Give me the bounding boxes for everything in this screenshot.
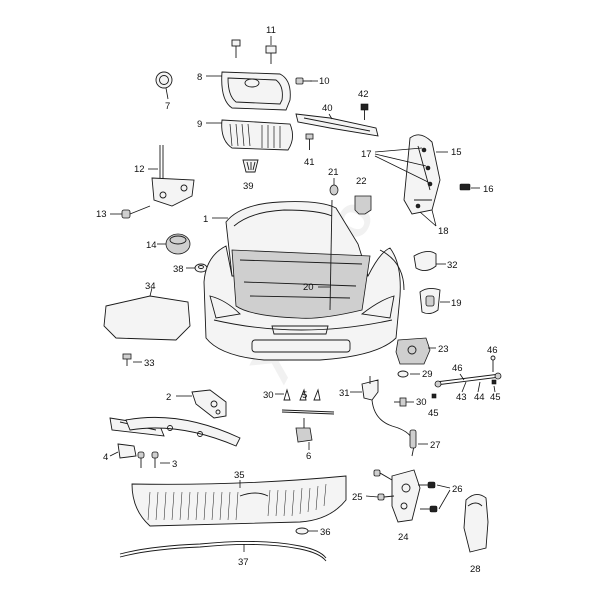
- part-25-screws[interactable]: [373, 469, 395, 501]
- callout-15: 15: [451, 147, 462, 158]
- callout-4: 4: [103, 452, 108, 463]
- callout-45-right: 45: [490, 392, 501, 403]
- callout-10: 10: [319, 76, 330, 87]
- callout-18: 18: [438, 226, 449, 237]
- part-33-clip[interactable]: [122, 353, 132, 366]
- part-15-hinge-bracket[interactable]: [403, 134, 441, 215]
- callout-36: 36: [320, 527, 331, 538]
- callout-14: 14: [146, 240, 157, 251]
- part-10-screw[interactable]: [295, 77, 312, 85]
- callout-9: 9: [197, 119, 202, 130]
- part-22-damper[interactable]: [354, 195, 372, 215]
- callout-2: 2: [166, 392, 171, 403]
- part-20-prop-rod[interactable]: [329, 199, 333, 311]
- part-11-bolt-left[interactable]: [231, 39, 241, 58]
- part-2-bracket[interactable]: [191, 389, 227, 419]
- callout-8: 8: [197, 72, 202, 83]
- callout-17: 17: [361, 149, 372, 160]
- callout-32: 32: [447, 260, 458, 271]
- part-37-seal[interactable]: [119, 540, 327, 562]
- callout-28: 28: [470, 564, 481, 575]
- part-12-hinge[interactable]: [151, 145, 195, 207]
- callout-43: 43: [456, 392, 467, 403]
- callout-42: 42: [358, 89, 369, 100]
- part-41-bolt[interactable]: [305, 133, 314, 150]
- part-29-washer[interactable]: [397, 370, 409, 378]
- callout-34: 34: [145, 281, 156, 292]
- car-front-assembly: [203, 201, 405, 361]
- part-6-switch[interactable]: [295, 418, 313, 443]
- callout-27: 27: [430, 440, 441, 451]
- part-8-frame[interactable]: [221, 71, 291, 111]
- callout-45-left: 45: [428, 408, 439, 419]
- callout-33: 33: [144, 358, 155, 369]
- callout-11: 11: [266, 25, 276, 36]
- part-7-ring[interactable]: [155, 71, 173, 89]
- callout-30-right: 30: [416, 397, 427, 408]
- part-35-plenum[interactable]: [131, 475, 347, 527]
- part-14-bump-stop[interactable]: [165, 233, 191, 255]
- callout-25: 25: [352, 492, 363, 503]
- part-38-washer[interactable]: [194, 263, 208, 273]
- part-42-bolt[interactable]: [360, 103, 369, 120]
- part-27-cable[interactable]: [371, 399, 417, 457]
- part-39-emblem[interactable]: [242, 159, 259, 173]
- cable-strip[interactable]: [281, 409, 335, 415]
- part-43-lever[interactable]: [434, 372, 502, 388]
- part-23-latch[interactable]: [395, 337, 431, 365]
- part-5-clips[interactable]: [299, 388, 321, 401]
- part-26-bolts[interactable]: [418, 481, 438, 513]
- part-40-lock-bar[interactable]: [295, 113, 379, 137]
- callout-3: 3: [172, 459, 177, 470]
- part-32-pad[interactable]: [413, 251, 437, 271]
- part-46-pin[interactable]: [490, 355, 496, 372]
- part-11-bolt-right[interactable]: [265, 45, 277, 64]
- part-45-clip-left[interactable]: [431, 393, 437, 399]
- part-9-grille[interactable]: [221, 119, 293, 151]
- cowl-upper-panel[interactable]: [125, 416, 241, 447]
- part-13-bolt[interactable]: [121, 205, 151, 219]
- callout-29: 29: [422, 369, 433, 380]
- part-36-plug[interactable]: [295, 527, 309, 535]
- part-30-clip-right[interactable]: [394, 397, 407, 407]
- callout-23: 23: [438, 344, 449, 355]
- callout-5: 5: [302, 390, 307, 401]
- part-45-clip-right[interactable]: [491, 379, 497, 385]
- part-19-lock-cover[interactable]: [419, 287, 441, 315]
- part-16-cap[interactable]: [459, 183, 471, 191]
- callout-44: 44: [474, 392, 485, 403]
- part-34-insulation[interactable]: [103, 295, 191, 341]
- callout-6: 6: [306, 451, 311, 462]
- callout-31: 31: [339, 388, 350, 399]
- callout-30-left: 30: [263, 390, 274, 401]
- part-28-cover[interactable]: [463, 494, 489, 553]
- callout-16: 16: [483, 184, 494, 195]
- callout-24: 24: [398, 532, 409, 543]
- callout-40: 40: [322, 103, 333, 114]
- callout-35: 35: [234, 470, 245, 481]
- callout-46-mid: 46: [452, 363, 463, 374]
- part-3-bolts[interactable]: [137, 451, 159, 468]
- callout-37: 37: [238, 557, 249, 568]
- callout-1: 1: [203, 214, 208, 225]
- callout-38: 38: [173, 264, 184, 275]
- callout-13: 13: [96, 209, 107, 220]
- callout-39: 39: [243, 181, 254, 192]
- part-21-grommet[interactable]: [329, 184, 339, 196]
- callout-41: 41: [304, 157, 315, 168]
- callout-19: 19: [451, 298, 462, 309]
- callout-22: 22: [356, 176, 367, 187]
- part-24-latch-lower[interactable]: [391, 469, 421, 523]
- callout-21: 21: [328, 167, 339, 178]
- callout-26: 26: [452, 484, 463, 495]
- callout-20: 20: [303, 282, 314, 293]
- part-30-clip-left[interactable]: [283, 388, 291, 401]
- callout-46-top: 46: [487, 345, 498, 356]
- part-31-handle[interactable]: [361, 376, 379, 401]
- callout-12: 12: [134, 164, 145, 175]
- callout-7: 7: [165, 101, 170, 112]
